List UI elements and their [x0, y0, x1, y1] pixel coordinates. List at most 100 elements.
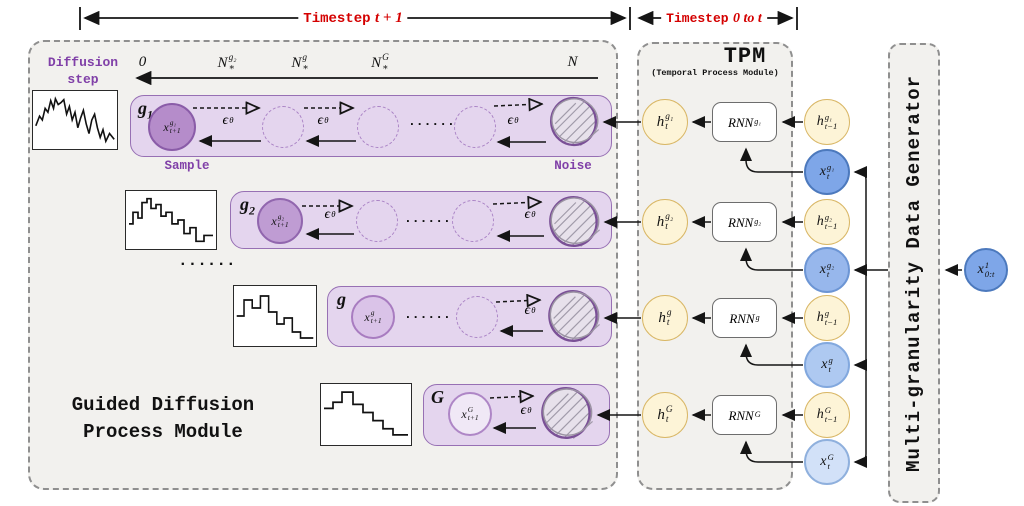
h-base: h: [656, 113, 665, 130]
rnn-base: RNN: [729, 310, 755, 326]
timestep-right-math: 0 to t: [733, 11, 762, 26]
h-sub: t: [666, 318, 670, 328]
tick-base: N: [291, 54, 302, 71]
eps-base: ϵ: [222, 113, 229, 128]
tpm-subtitle: (Temporal Process Module): [651, 68, 779, 78]
hprev-sup: g₁: [824, 111, 833, 122]
row-label-g2: g2: [240, 194, 255, 219]
hprev-sup: g₂: [824, 211, 833, 222]
sparkline-chart-g: [233, 285, 317, 347]
sample-caption: Sample: [164, 159, 210, 173]
tick-base: N: [567, 54, 578, 70]
xt-sub: t: [828, 364, 831, 374]
xt-sub: t: [827, 461, 830, 471]
dashed-step-node: [262, 106, 304, 148]
sparkline-chart-g1: [32, 90, 118, 150]
timestep-left-dimension-label: Timestep t + 1: [298, 9, 408, 27]
rnn-sup: G: [754, 409, 761, 419]
hprev-base: h: [816, 407, 824, 422]
eps-base: ϵ: [520, 403, 527, 418]
x-sub: t+1: [169, 126, 181, 135]
x-sub: t+1: [467, 413, 479, 422]
rnn-base: RNN: [727, 214, 754, 230]
tpm-title: TPM: [723, 44, 767, 69]
sparkline-chart-G: [320, 383, 412, 446]
x0t-sub: 0:t: [984, 269, 995, 279]
noise-scribble: [537, 384, 595, 442]
h-base: h: [658, 309, 666, 326]
h-sub: t: [665, 415, 669, 425]
gdpm-title: Guided Diffusion Process Module: [38, 392, 288, 446]
row-label-base: G: [431, 387, 444, 407]
dashed-step-node: [454, 106, 496, 148]
diffusion-step-axis-label: Diffusion step: [38, 54, 128, 88]
dashed-step-node: [456, 296, 498, 338]
noise-caption: Noise: [554, 159, 592, 173]
x-base: x: [461, 407, 467, 421]
xt-sup: G: [827, 451, 834, 462]
hprev-sub: t−1: [824, 221, 838, 231]
tick-sub: ∗: [382, 63, 389, 74]
axis-tick-0: 0: [139, 53, 148, 70]
xt-sub: t: [826, 171, 830, 181]
noise-scribble: [544, 287, 602, 345]
eps-base: ϵ: [317, 113, 324, 128]
eps-sub: θ: [324, 115, 329, 126]
hprev-sub: t−1: [824, 317, 838, 327]
axis-label-line2: step: [67, 72, 99, 87]
generator-title-text: Multi-granularity Data Generator: [903, 74, 925, 472]
eps-base: ϵ: [324, 207, 331, 222]
sparkline-chart-g2: [125, 190, 217, 250]
h-sup: g: [666, 307, 672, 318]
h-base: h: [657, 406, 665, 423]
hprev-sub: t−1: [824, 121, 838, 131]
x-base: x: [364, 310, 370, 324]
dashed-step-node: [357, 106, 399, 148]
rnn-base: RNN: [728, 407, 754, 423]
eps-base: ϵ: [507, 113, 514, 128]
xt-base: x: [819, 164, 826, 179]
rnn-sup: g₂: [754, 216, 762, 226]
x-sup: G: [467, 404, 474, 414]
axis-label-line1: Diffusion: [47, 55, 119, 70]
x-base: x: [271, 214, 277, 228]
eps-base: ϵ: [524, 207, 531, 222]
row-label-sub: 2: [249, 203, 255, 218]
gdpm-title-line1: Guided Diffusion: [71, 394, 255, 416]
row-ellipsis-g: ......: [404, 307, 451, 322]
tick-base: 0: [138, 54, 147, 70]
timestep-right-dimension-label: Timestep 0 to t: [661, 9, 767, 27]
xt-base: x: [820, 454, 827, 469]
noise-scribble: [546, 94, 601, 149]
hprev-base: h: [816, 310, 824, 325]
row-label-base: g: [337, 289, 346, 309]
axis-tick-N: N: [567, 53, 578, 70]
tick-sup: G: [382, 53, 389, 63]
timestep-left-math: t + 1: [374, 10, 403, 26]
hprev-base: h: [816, 214, 824, 229]
noise-scribble: [545, 193, 602, 250]
rnn-base: RNN: [727, 114, 754, 130]
eps-sub: θ: [527, 405, 532, 416]
eps-base: ϵ: [524, 303, 531, 318]
h-base: h: [656, 213, 665, 230]
x-sup: g₂: [277, 211, 285, 221]
